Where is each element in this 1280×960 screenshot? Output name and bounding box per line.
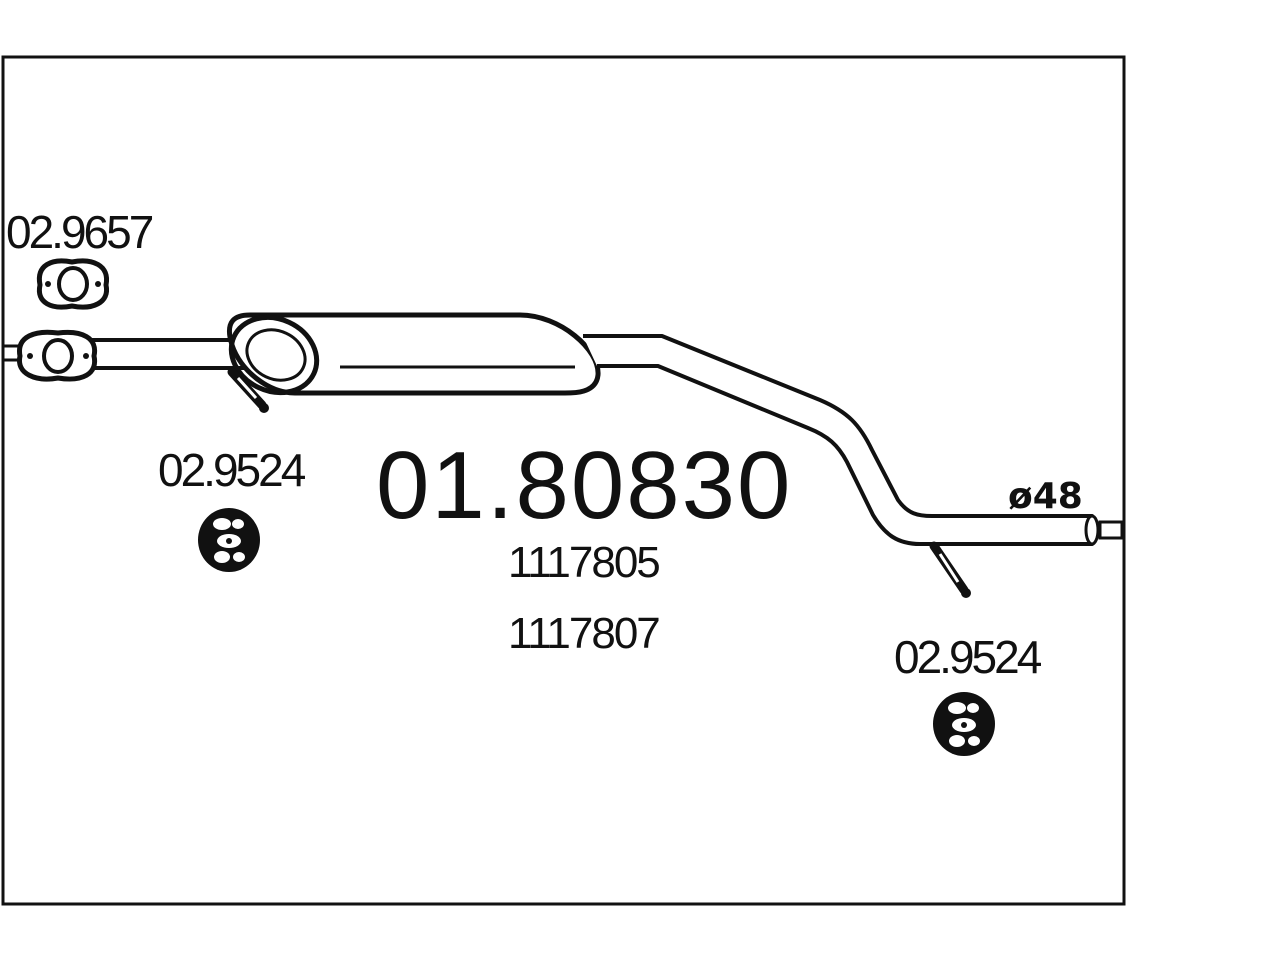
gasket-icon: [36, 258, 110, 310]
outlet-pipe: [583, 334, 1124, 546]
pipe-diameter-label: ø48: [1008, 476, 1083, 517]
rubber-mount-icon-left: [198, 508, 260, 572]
muffler-body: [226, 312, 601, 396]
right-hanger-bracket: [929, 541, 971, 598]
rubber-mount-icon-right: [933, 692, 995, 756]
main-part-number: 01.80830: [376, 432, 792, 539]
diagram-border: [1, 55, 1126, 906]
reference-number-2: 1117807: [508, 609, 659, 658]
reference-number-1: 1117805: [508, 538, 659, 587]
gasket-part-label: 02.9657: [6, 206, 153, 258]
right-mount-part-label: 02.9524: [894, 631, 1042, 683]
left-hanger-bracket: [227, 367, 269, 413]
inlet-flange-icon: [17, 329, 98, 382]
left-mount-part-label: 02.9524: [158, 444, 306, 496]
